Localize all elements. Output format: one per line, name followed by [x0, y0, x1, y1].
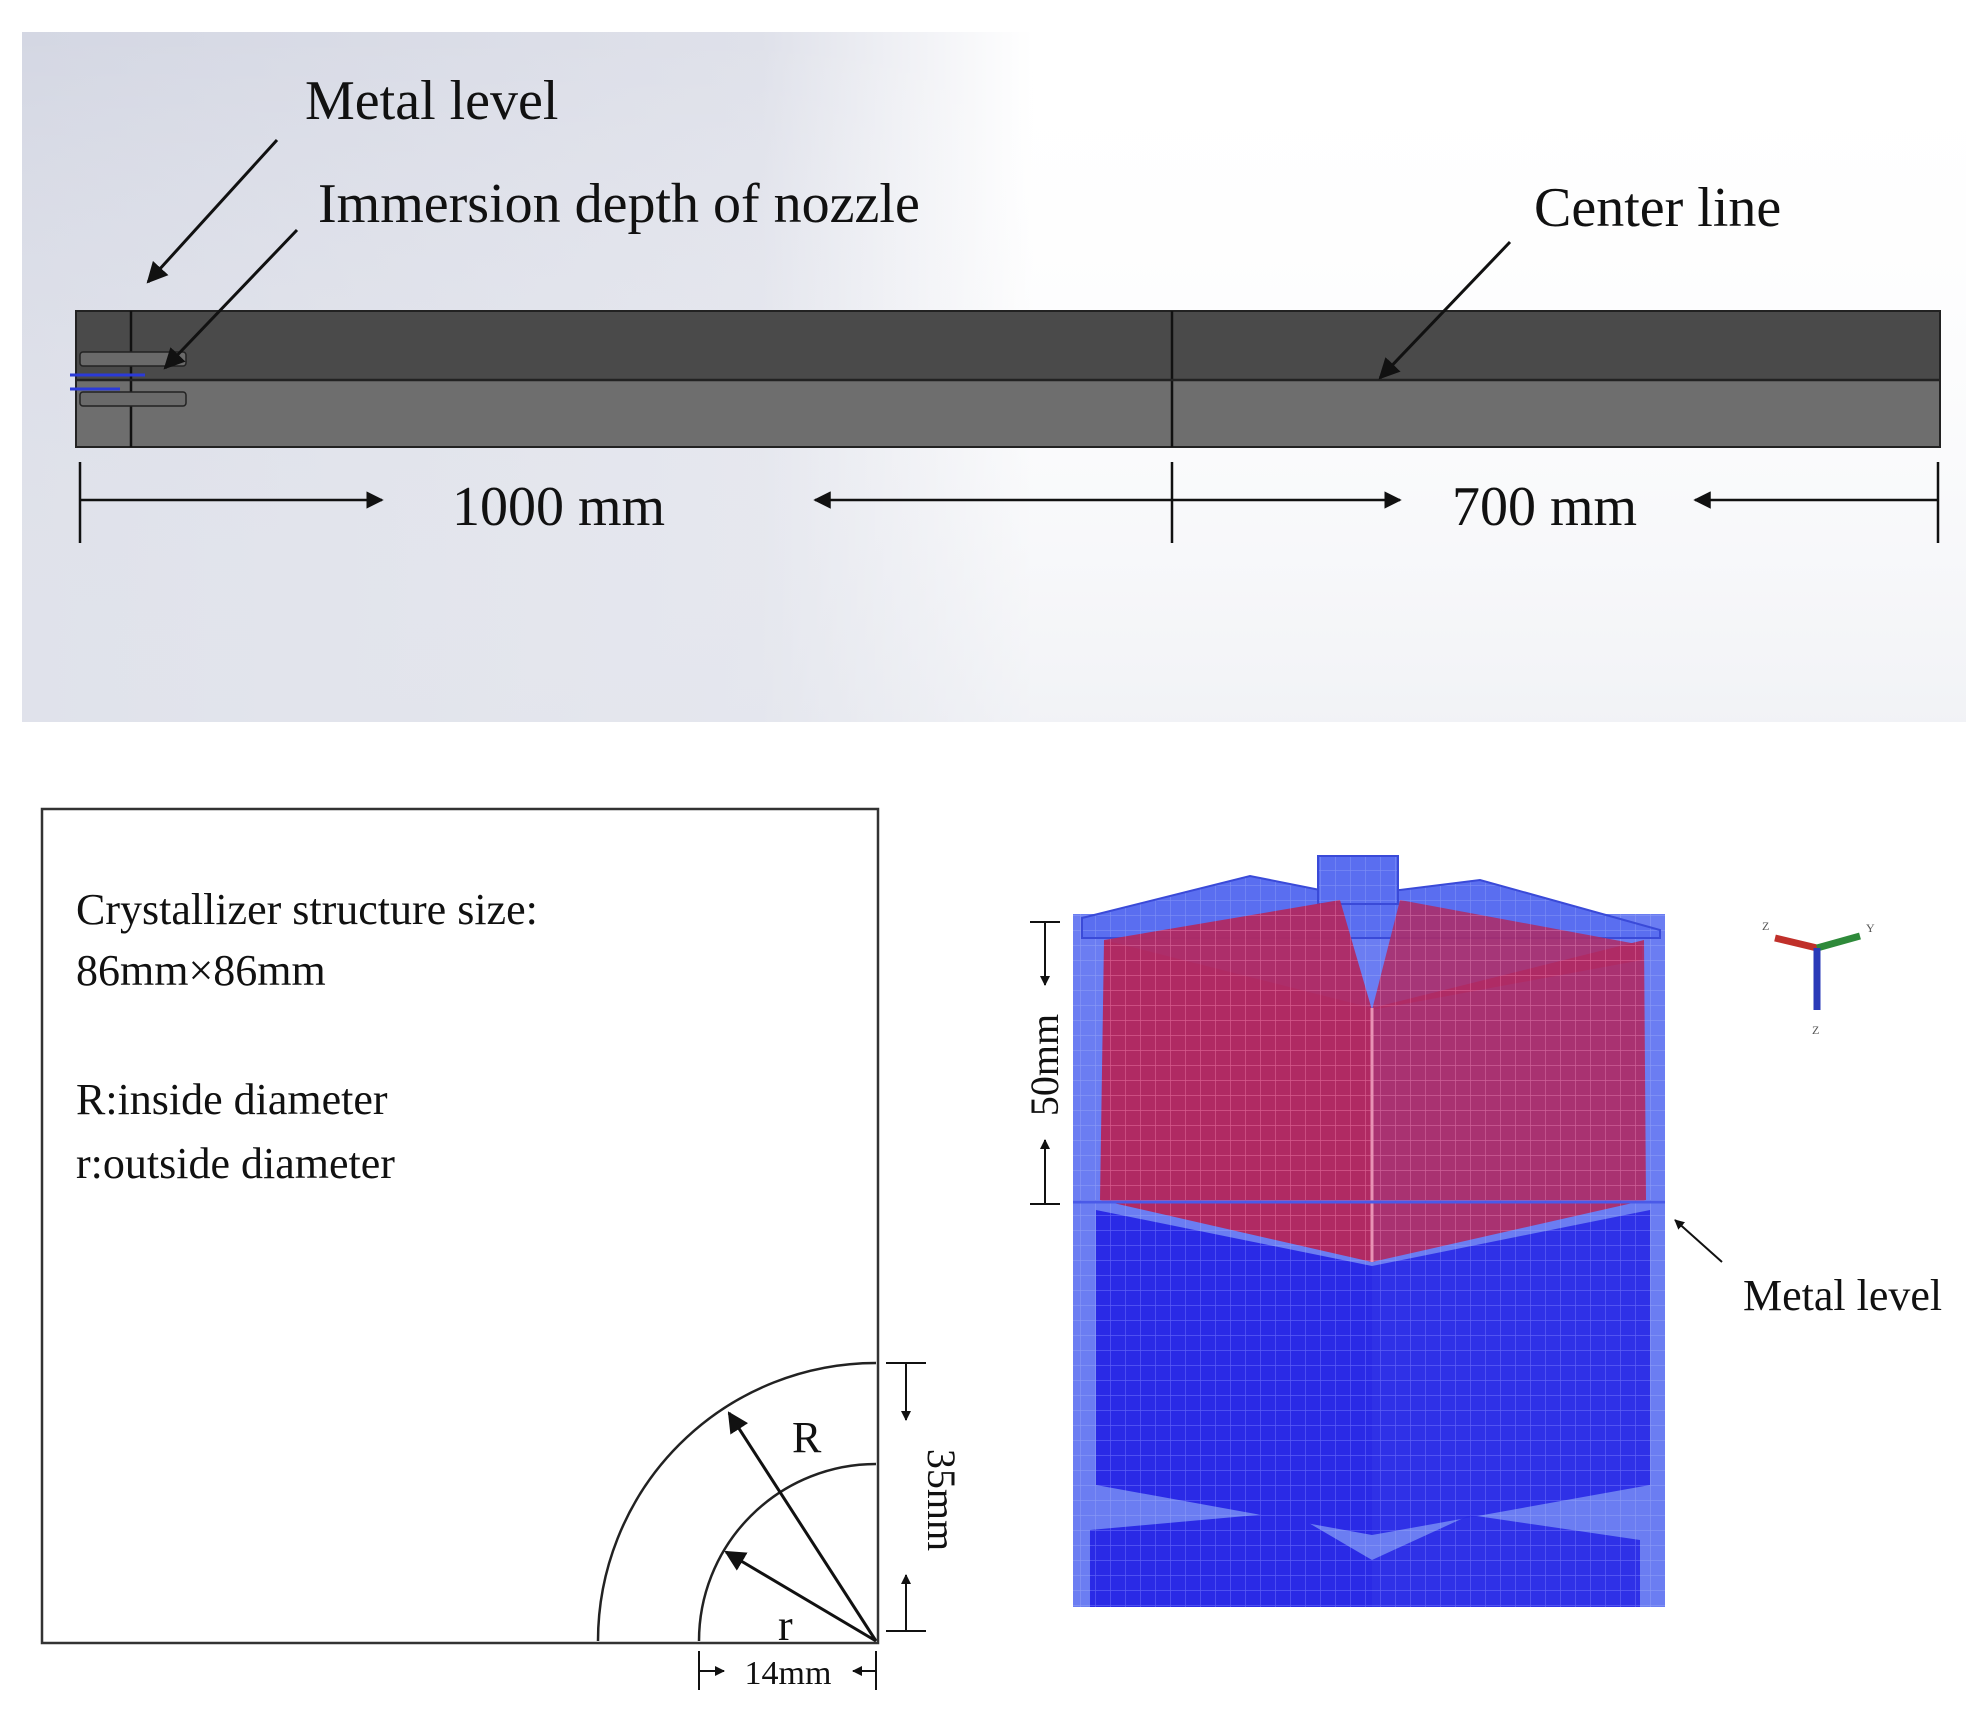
dim-14-label: 14mm: [745, 1655, 832, 1692]
immersion-depth-label: Immersion depth of nozzle: [318, 173, 920, 235]
metal-level-3d-label: Metal level: [1743, 1271, 1942, 1320]
axis-label-y: Y: [1866, 921, 1875, 935]
axis-y-green: [1816, 932, 1861, 952]
length-dimensions: 1000 mm 700 mm: [78, 462, 1940, 543]
radius-r-arrow: [724, 1550, 877, 1643]
cross-section-frame: [40, 807, 880, 1645]
computational-domain: [70, 310, 1941, 448]
lower-metal-right-face: [1372, 1210, 1650, 1535]
bottom-metal-left: [1090, 1512, 1372, 1607]
structure-size-line2: 86mm×86mm: [76, 946, 326, 995]
upper-metal-right-face: [1372, 940, 1646, 1262]
upper-metal-top-right: [1372, 900, 1642, 1010]
bottom-metal-right: [1372, 1515, 1640, 1607]
immersion-depth-callout-arrow: [163, 228, 299, 370]
axis-label-z-top: Z: [1762, 919, 1769, 933]
metal-level-3d-callout-arrow: [1674, 1219, 1723, 1263]
dim-700-label: 700 mm: [1452, 476, 1637, 538]
axis-z-red: [1774, 934, 1818, 952]
nozzle-top-block: [1317, 855, 1399, 905]
center-line-callout-arrow: [1378, 240, 1512, 380]
upper-metal-top-left: [1104, 900, 1372, 1010]
domain-upper-half: [75, 310, 1941, 381]
top-panel: Metal level Immersion depth of nozzle Ce…: [22, 32, 1966, 722]
inner-arc-r: [697, 1462, 877, 1642]
lower-metal-left-face: [1096, 1210, 1372, 1535]
dim-50-label: 50mm: [1022, 1014, 1067, 1116]
nozzle-upper-wall: [79, 351, 187, 367]
outside-diameter-line: r:outside diameter: [76, 1139, 395, 1188]
radius-r-label: r: [778, 1601, 793, 1650]
nozzle-lower-wall: [79, 391, 187, 407]
axis-label-z-bottom: Z: [1812, 1023, 1819, 1037]
radius-R-label: R: [792, 1413, 822, 1462]
metal-level-callout-arrow: [146, 138, 279, 284]
structure-size-line1: Crystallizer structure size:: [76, 885, 538, 934]
center-line-label: Center line: [1534, 177, 1781, 239]
mesh-model-panel: 50mm Metal level Z Y Z: [1022, 855, 1942, 1607]
dim-35-label: 35mm: [919, 1449, 964, 1551]
outer-arc-R: [596, 1361, 877, 1642]
upper-metal-left-face: [1100, 940, 1372, 1262]
metal-level-label: Metal level: [305, 70, 558, 132]
domain-lower-half: [75, 379, 1941, 448]
radius-R-arrow: [727, 1411, 878, 1642]
coordinate-axes-triad: Z Y Z: [1762, 919, 1875, 1037]
cross-section-panel: Crystallizer structure size: 86mm×86mm R…: [40, 807, 964, 1692]
dim-1000-label: 1000 mm: [452, 476, 665, 538]
inside-diameter-line: R:inside diameter: [76, 1075, 388, 1124]
